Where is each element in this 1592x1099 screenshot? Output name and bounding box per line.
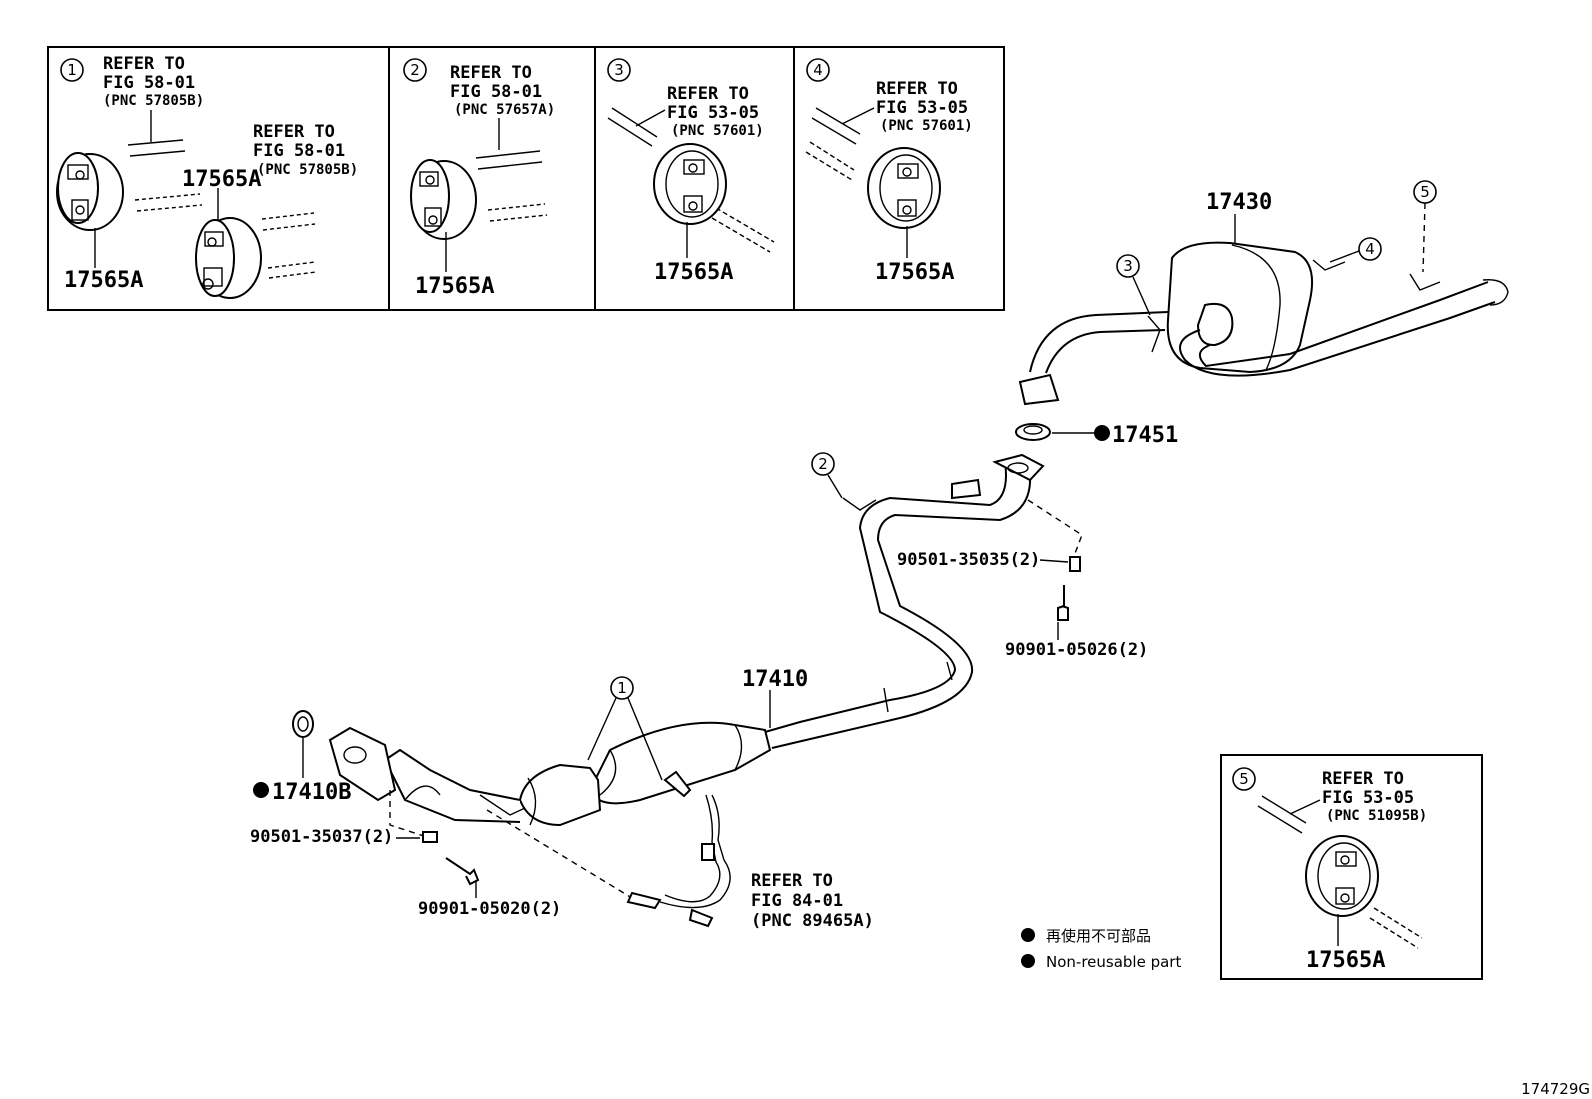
panel-1: 1 REFER TO FIG 58-01 (PNC 57805B) REFER … — [56, 54, 358, 299]
marker-circle — [60, 58, 84, 82]
part-number: 17565A — [415, 274, 494, 299]
refer-line-3: (PNC 57657A) — [454, 102, 555, 118]
marker-3: 3 — [1123, 257, 1133, 275]
part-number: 17565A — [64, 268, 143, 293]
part-number: 17565A — [1306, 948, 1385, 973]
refer-line-3: (PNC 57601) — [880, 118, 973, 134]
panel-5: 5 REFER TO FIG 53-05 (PNC 51095B) 17565A — [1220, 754, 1483, 980]
marker-5: 5 — [1420, 183, 1430, 201]
spring-front-label: 90501-35037(2) — [250, 827, 393, 847]
bolt-rear-label: 90901-05026(2) — [1005, 640, 1148, 660]
part-number: 17565A — [654, 260, 733, 285]
legend-en: Non-reusable part — [1046, 953, 1181, 971]
refer2-line-1: REFER TO — [253, 122, 335, 142]
refer2-line-3: (PNC 57805B) — [257, 162, 358, 178]
marker-circle — [607, 58, 631, 82]
panel-2: 2 REFER TO FIG 58-01 (PNC 57657A) 17565A — [403, 58, 555, 299]
marker-circle — [403, 58, 427, 82]
panel-number: 4 — [813, 61, 823, 79]
hanger-rods — [1257, 795, 1423, 949]
gasket-front: 17410B — [253, 710, 351, 805]
oxygen-sensor: REFER TO FIG 84-01 (PNC 89465A) — [486, 794, 874, 931]
muffler-label: 17430 — [1206, 190, 1272, 215]
refer-line-3: (PNC 57601) — [671, 123, 764, 139]
rubber-hanger — [653, 143, 727, 225]
sensor-refer-line-1: REFER TO — [751, 871, 833, 891]
rear-fasteners: 90501-35035(2) 90901-05026(2) — [897, 499, 1148, 660]
marker-4: 4 — [1365, 240, 1375, 258]
gasket-rear-label: 17451 — [1112, 423, 1178, 448]
refer-line-2: FIG 58-01 — [103, 73, 195, 93]
inset-panels — [47, 46, 1005, 311]
non-reusable-dot — [253, 782, 269, 798]
refer-line-1: REFER TO — [450, 63, 532, 83]
sensor-refer-line-2: FIG 84-01 — [751, 891, 843, 911]
refer-line-2: FIG 58-01 — [450, 82, 542, 102]
panel-number: 5 — [1239, 770, 1249, 788]
diagram-marker: 4 — [1329, 237, 1382, 263]
rubber-hanger — [56, 152, 124, 231]
refer-line-1: REFER TO — [667, 84, 749, 104]
marker-2: 2 — [818, 455, 828, 473]
hanger-rods — [475, 118, 548, 222]
figure-id: 174729G — [1521, 1080, 1590, 1098]
part-number: 17565A — [182, 167, 261, 192]
diagram-marker: 1 — [587, 676, 663, 781]
rubber-hanger — [1305, 835, 1379, 917]
diagram-marker: 2 — [811, 452, 843, 499]
non-reusable-dot — [1094, 425, 1110, 441]
hanger-rods — [127, 110, 317, 279]
refer-line-2: FIG 53-05 — [876, 98, 968, 118]
refer-line-2: FIG 53-05 — [1322, 788, 1414, 808]
refer-line-1: REFER TO — [103, 54, 185, 74]
center-pipe-label: 17410 — [742, 667, 808, 692]
refer-line-1: REFER TO — [876, 79, 958, 99]
gasket-front-label: 17410B — [272, 780, 351, 805]
front-fasteners: 90501-35037(2) 90901-05020(2) — [250, 790, 561, 919]
legend: 再使用不可部品 Non-reusable part — [1021, 927, 1181, 971]
refer-line-2: FIG 53-05 — [667, 103, 759, 123]
refer2-line-2: FIG 58-01 — [253, 141, 345, 161]
rubber-hanger — [867, 147, 941, 229]
legend-dot — [1021, 954, 1035, 968]
refer-line-3: (PNC 57805B) — [103, 93, 204, 109]
panel-4: 4 REFER TO FIG 53-05 (PNC 57601) 17565A — [805, 58, 973, 285]
panel-number: 1 — [67, 61, 77, 79]
marker-1: 1 — [617, 679, 627, 697]
panel-3: 3 REFER TO FIG 53-05 (PNC 57601) 17565A — [607, 58, 775, 285]
spring-rear-label: 90501-35035(2) — [897, 550, 1040, 570]
diagram-marker: 3 — [1116, 254, 1151, 316]
rubber-hanger — [195, 217, 262, 299]
marker-circle — [806, 58, 830, 82]
panel-number: 3 — [614, 61, 624, 79]
rubber-hanger — [410, 159, 477, 240]
center-pipe — [328, 453, 1045, 827]
gasket-rear: 17451 — [1015, 423, 1178, 448]
panel-number: 2 — [410, 61, 420, 79]
marker-circle — [1232, 767, 1256, 791]
sensor-refer-line-3: (PNC 89465A) — [751, 911, 874, 931]
legend-jp: 再使用不可部品 — [1046, 927, 1151, 945]
refer-line-1: REFER TO — [1322, 769, 1404, 789]
legend-dot — [1021, 928, 1035, 942]
part-number: 17565A — [875, 260, 954, 285]
muffler-assembly — [1018, 241, 1509, 406]
hanger-rods — [805, 107, 875, 181]
hanger-rods — [607, 107, 775, 253]
refer-line-3: (PNC 51095B) — [1326, 808, 1427, 824]
bolt-front-label: 90901-05020(2) — [418, 899, 561, 919]
diagram-marker: 5 — [1413, 180, 1437, 273]
